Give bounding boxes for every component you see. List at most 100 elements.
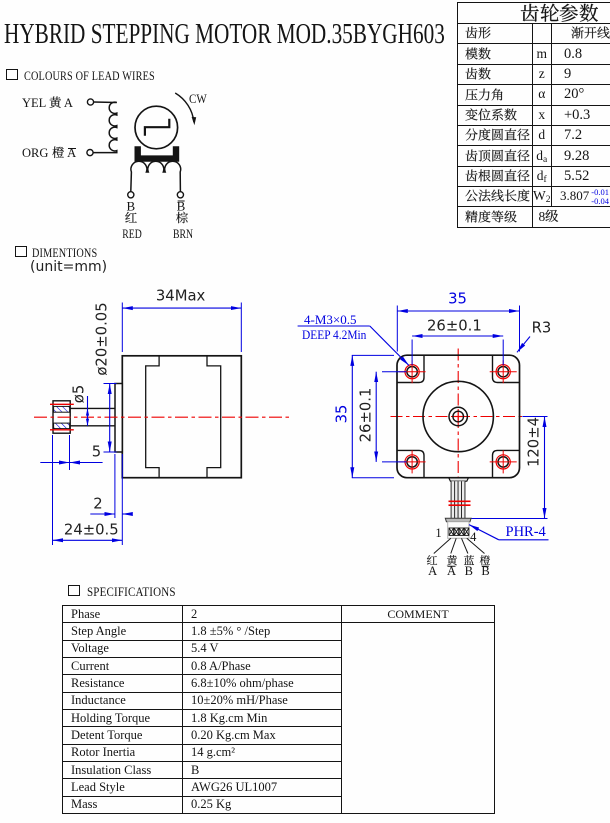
gear-param-value: +0.3 [550, 104, 610, 126]
spec-param-value: 14 g.cm² [182, 743, 342, 763]
spec-row-0: Phase 2 COMMENT [62, 604, 495, 624]
cw-label: CW [189, 92, 207, 106]
gear-parameters-table: m 0.8 z 9 α 20° x +0.3 d 7.2 da 9.28 df … [456, 2, 610, 228]
terminal-a [86, 98, 95, 106]
dim-shaft-diameter: ø5 [70, 385, 88, 404]
mounting-hole [406, 455, 419, 468]
spec-param-value: 10±20% mH/Phase [182, 691, 342, 711]
gear-param-value: 5.52 [550, 165, 610, 188]
gear-row-0 [457, 22, 610, 45]
pilot-circle [422, 380, 495, 453]
gear-table-title [456, 2, 610, 24]
colours-checkbox[interactable] [6, 68, 18, 81]
spec-param-value: 0.25 Kg [182, 795, 342, 815]
lead-wire-schematic [86, 92, 197, 199]
colours-section-label: COLOURS OF LEAD WIRES [24, 69, 155, 83]
spec-param-value: 1.8 Kg.cm Min [182, 709, 342, 728]
gear-param-symbol: da [531, 145, 552, 167]
spec-row-11: Mass 0.25 Kg [62, 795, 495, 815]
dim-boss-diameter: ø20±0.05 [93, 301, 111, 376]
unit-note: (unit=mm) [30, 259, 108, 275]
spec-comment-cell [341, 622, 495, 815]
spec-param-name: Current [62, 657, 183, 676]
specifications-checkbox[interactable] [68, 584, 80, 596]
gear-param-name [457, 104, 533, 126]
spec-param-value: 2 [182, 604, 342, 624]
dim-body-length: 34Max [155, 287, 206, 305]
gear-row-5: d 7.2 [457, 124, 610, 147]
dim-gear-width: 5 [91, 443, 102, 461]
dim-shaft-total: 24±0.5 [63, 521, 119, 539]
connector-flange [444, 517, 472, 523]
gear-param-value: 8 [531, 206, 610, 228]
gear-param-symbol: W2 [531, 186, 552, 208]
spec-row-9: Insulation Class B [62, 761, 495, 780]
spec-param-name: Mass [62, 795, 183, 815]
gear-param-name [457, 145, 533, 167]
spec-param-name: Resistance [62, 674, 183, 693]
spec-row-6: Holding Torque 1.8 Kg.cm Min [62, 709, 495, 728]
gear-param-name [457, 124, 533, 147]
spec-param-name: Rotor Inertia [62, 743, 183, 763]
spec-param-name: Insulation Class [62, 761, 183, 780]
spec-param-name: Inductance [62, 691, 183, 711]
gear-param-symbol: z [531, 63, 552, 86]
holes-depth-note: DEEP 4.2Min [301, 326, 366, 342]
yel-lead-label: YEL A [22, 95, 73, 110]
spec-row-5: Inductance 10±20% mH/Phase [62, 691, 495, 711]
gear-row-7: df 5.52 [457, 165, 610, 188]
specifications-table: Phase 2 COMMENT Step Angle 1.8 ±5% ° /St… [62, 604, 495, 815]
gear-param-symbol: α [531, 84, 552, 106]
mounting-hole [497, 455, 510, 468]
connector-housing [447, 521, 470, 539]
gear-row-9: 8 [457, 206, 610, 228]
gear-param-name [457, 22, 533, 45]
dim-body-height: 35 [333, 404, 351, 423]
phase-b-en-label: RED [121, 226, 142, 241]
dim-lead-length: 120±4 [525, 417, 543, 468]
pin-phase-label-4: B [481, 563, 490, 578]
rotor-circle [134, 105, 179, 150]
rotor-step-symbol [143, 118, 171, 136]
terminal-a-bar [86, 148, 94, 157]
pin-phase-label-3: B [464, 563, 473, 578]
dimentions-section-label: DIMENTIONS [32, 246, 98, 260]
gear-param-value: 20° [550, 84, 610, 106]
mounting-holes-note: 4-M3×0.5 [304, 311, 357, 327]
spec-row-1: Step Angle 1.8 ±5% ° /Step [62, 622, 495, 815]
spec-param-name: Voltage [62, 639, 183, 659]
shaft-circle [452, 410, 465, 423]
gear-param-value: 7.2 [550, 124, 610, 147]
specifications-section-label: SPECIFICATIONS [86, 585, 176, 599]
gear-param-name [457, 43, 533, 65]
gear-table-header [456, 2, 610, 24]
phase-bbar-en-label: BRN [172, 226, 194, 241]
phase-bbar-cn-label [176, 211, 189, 224]
spec-row-7: Detent Torque 0.20 Kg.cm Max [62, 726, 495, 745]
spec-param-value: 6.8±10% ohm/phase [182, 674, 342, 693]
page-title: HYBRID STEPPING MOTOR MOD.35BYGH603 [4, 19, 445, 50]
dimentions-checkbox[interactable] [15, 245, 27, 258]
gear-param-value: 9 [550, 63, 610, 86]
gear-row-3: α 20° [457, 84, 610, 106]
dim-corner-radius: R3 [531, 319, 552, 337]
spec-param-name: Detent Torque [62, 726, 183, 745]
shaft-gear [52, 400, 71, 434]
front-view-drawing [297, 305, 549, 554]
spec-param-value: B [182, 761, 342, 780]
gear-row-1: m 0.8 [457, 43, 610, 65]
terminal-b-bar [176, 190, 185, 199]
phase-a-coil [93, 101, 118, 154]
gear-param-symbol: d [531, 124, 552, 147]
gear-param-value: 9.28 [550, 145, 610, 167]
gear-param-symbol [531, 22, 552, 45]
gear-param-name [457, 206, 533, 228]
cw-arrowhead [191, 116, 197, 126]
gear-row-6: da 9.28 [457, 145, 610, 167]
pin-last-label: 4 [470, 529, 477, 544]
pin-phase-label-1: A [428, 563, 438, 578]
shaft-hub-circle [448, 406, 469, 427]
gear-param-value: 0.8 [550, 43, 610, 65]
dim-hole-spacing-v: 26±0.1 [357, 387, 375, 442]
